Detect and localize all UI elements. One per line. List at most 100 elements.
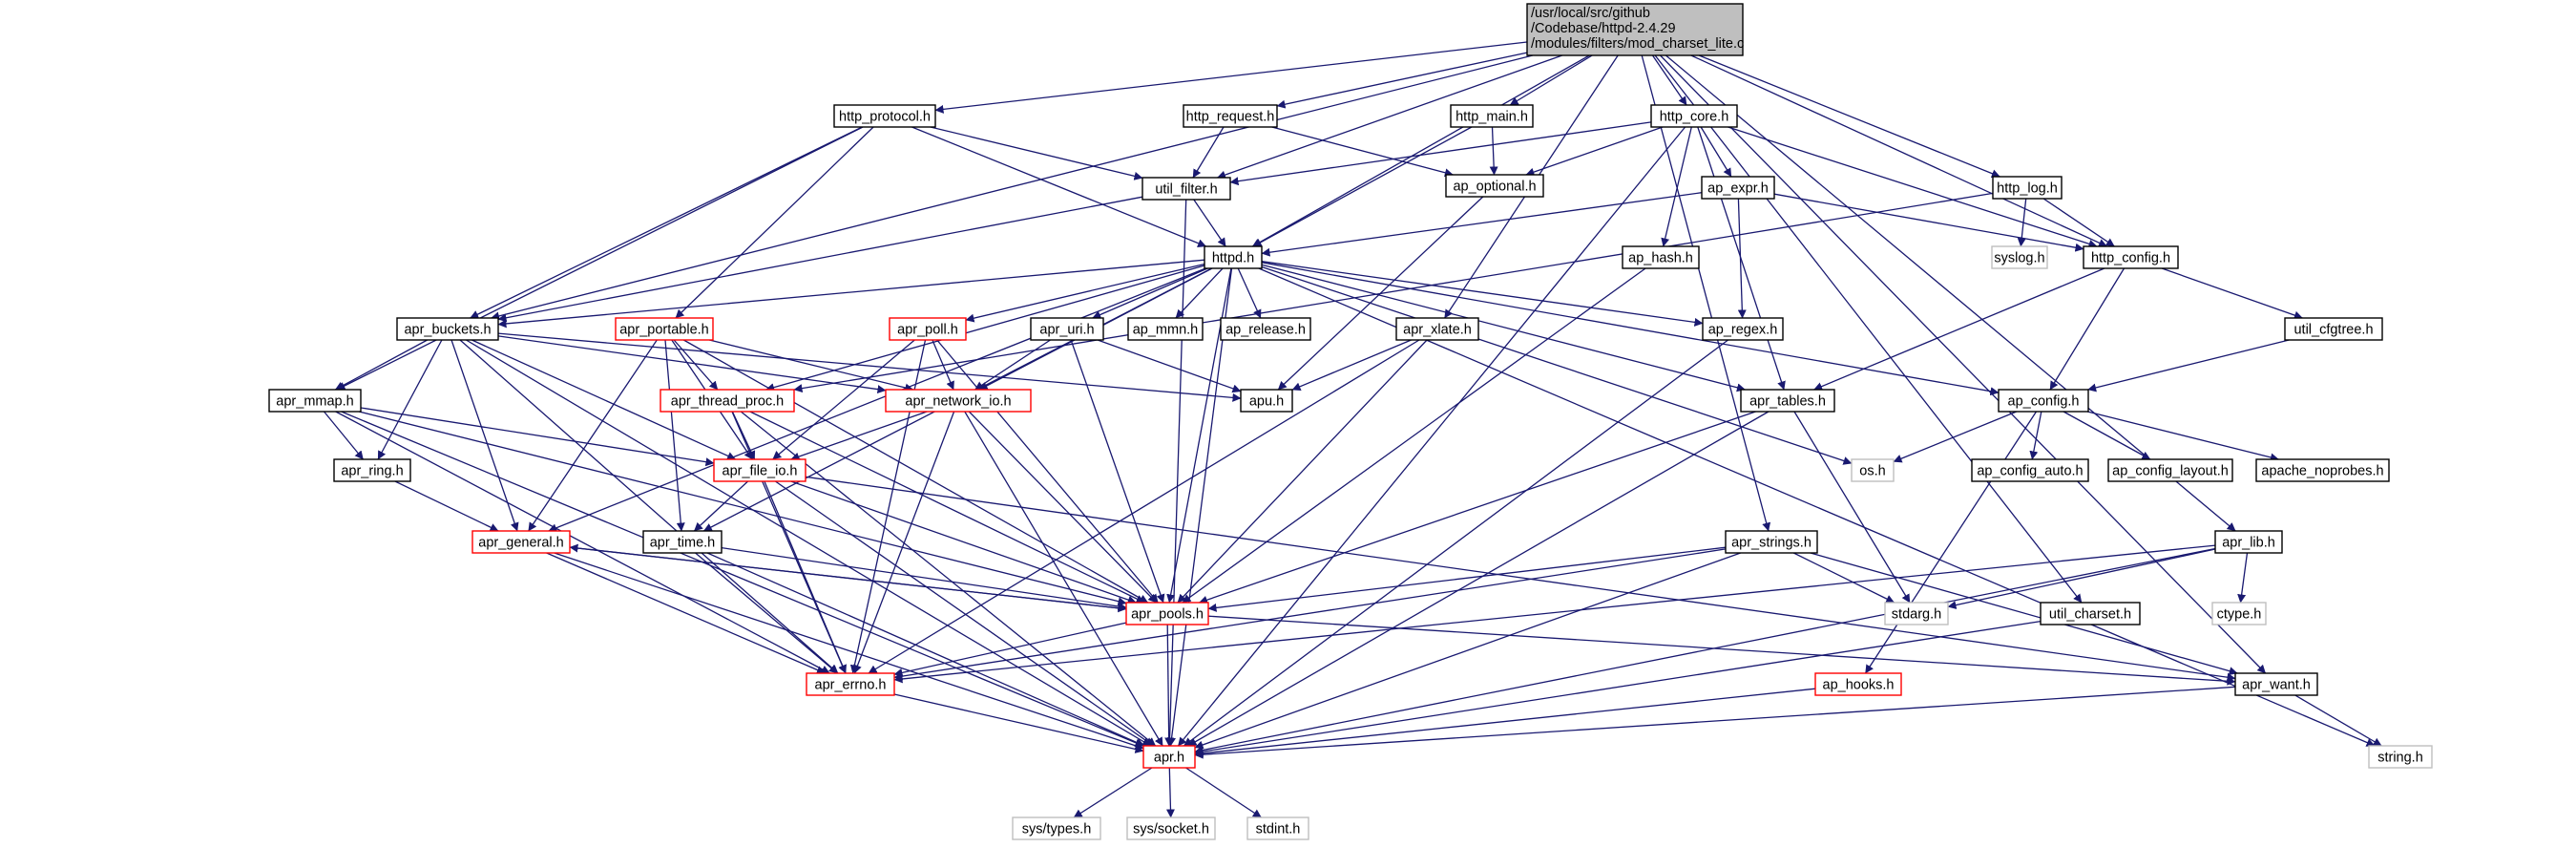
node-http-main-box (1450, 104, 1534, 128)
node-http-protocol-label: http_protocol.h (839, 110, 931, 125)
node-ap-regex[interactable]: ap_regex.h (1702, 317, 1784, 341)
node-apr-errno[interactable]: apr_errno.h (806, 672, 895, 696)
edge-http-config-to-util-cfgtree (2161, 267, 2303, 320)
node-ap-hooks-label: ap_hooks.h (1823, 678, 1895, 693)
edge-apr-buckets-to-apr-ring (377, 339, 443, 460)
edge-apr-to-stdint (1185, 767, 1262, 818)
node-apr-xlate-label: apr_xlate.h (1403, 323, 1472, 338)
node-ap-release[interactable]: ap_release.h (1220, 317, 1311, 341)
edge-util-filter-to-apr-buckets (497, 196, 1143, 323)
edge-httpd-to-apr-uri (1092, 267, 1208, 319)
edge-apr-pools-to-apr-want (1207, 615, 2236, 686)
node-ap-mmn[interactable]: ap_mmn.h (1127, 317, 1204, 341)
edge-apr-portable-to-apr-pools (682, 339, 1149, 604)
node-ctype-label: ctype.h (2217, 607, 2262, 623)
node-apr-uri-label: apr_uri.h (1039, 323, 1094, 338)
node-httpd[interactable]: httpd.h (1204, 245, 1263, 269)
node-ap-optional[interactable]: ap_optional.h (1445, 174, 1544, 198)
node-apr-strings-label: apr_strings.h (1731, 536, 1812, 551)
edge-http-protocol-to-apr-portable (675, 126, 874, 319)
edge-apr-want-to-apr (1194, 686, 2236, 759)
node-ap-config-auto-box (1971, 458, 2089, 482)
edge-apr-tables-to-stdarg (1793, 411, 1911, 604)
edge-apr-buckets-to-apr-network-io (497, 335, 887, 394)
node-apr-time[interactable]: apr_time.h (642, 530, 723, 554)
edge-apr-ring-to-apr-general (394, 480, 499, 532)
node-apr-ring[interactable]: apr_ring.h (333, 458, 411, 482)
edge-apr-time-to-apr (706, 552, 1145, 747)
node-sys-types-box (1012, 816, 1101, 840)
node-apr-tables[interactable]: apr_tables.h (1740, 389, 1835, 413)
node-http-core-box (1650, 104, 1738, 128)
node-apr-strings-box (1725, 530, 1818, 554)
node-apr-buckets[interactable]: apr_buckets.h (396, 317, 499, 341)
node-apr[interactable]: apr.h (1142, 745, 1196, 769)
edge-http-config-to-ap-config (2049, 267, 2126, 391)
edge-apr-mmap-to-apr-errno (335, 411, 830, 674)
edge-apr-mmap-to-apr-pools (358, 411, 1127, 606)
edge-ap-expr-to-httpd (1261, 192, 1703, 257)
node-http-core[interactable]: http_core.h (1650, 104, 1738, 128)
edge-apr-buckets-to-apr (466, 339, 1151, 747)
node-apr-network-io-label: apr_network_io.h (905, 394, 1011, 410)
node-ap-config-layout[interactable]: ap_config_layout.h (2107, 458, 2233, 482)
node-util-filter[interactable]: util_filter.h (1141, 177, 1231, 201)
node-apr-general[interactable]: apr_general.h (471, 530, 571, 554)
node-ap-hash[interactable]: ap_hash.h (1622, 245, 1700, 269)
node-apr-errno-label: apr_errno.h (815, 678, 887, 693)
node-apr-portable-label: apr_portable.h (619, 323, 709, 338)
node-apr-thread-proc[interactable]: apr_thread_proc.h (660, 389, 795, 413)
node-apr-file-io[interactable]: apr_file_io.h (713, 458, 806, 482)
edge-http-core-to-http-config (1728, 126, 2098, 248)
node-apr-poll[interactable]: apr_poll.h (889, 317, 967, 341)
edge-root-to-apr-buckets (491, 54, 1534, 321)
edge-httpd-to-ap-config (1261, 262, 2000, 396)
node-apu-box (1240, 389, 1293, 413)
node-ap-config-layout-label: ap_config_layout.h (2112, 464, 2229, 479)
node-ap-optional-box (1445, 174, 1544, 198)
node-util-cfgtree[interactable]: util_cfgtree.h (2284, 317, 2383, 341)
node-http-log[interactable]: http_log.h (1992, 176, 2063, 200)
node-apr-mmap-label: apr_mmap.h (276, 394, 353, 410)
node-apr-portable[interactable]: apr_portable.h (615, 317, 714, 341)
node-apr-lib-box (2214, 530, 2283, 554)
node-apr-uri[interactable]: apr_uri.h (1030, 317, 1104, 341)
node-apr-network-io[interactable]: apr_network_io.h (885, 389, 1032, 413)
node-http-log-box (1992, 176, 2063, 200)
edge-util-filter-to-httpd (1193, 199, 1226, 247)
node-syslog-label: syslog.h (1994, 251, 2044, 266)
node-apr-uri-box (1030, 317, 1104, 341)
node-http-request[interactable]: http_request.h (1183, 104, 1278, 128)
edge-ap-hooks-to-apr (1194, 688, 1816, 758)
node-apu[interactable]: apu.h (1240, 389, 1293, 413)
node-ctype: ctype.h (2211, 602, 2267, 625)
node-ap-config-auto[interactable]: ap_config_auto.h (1971, 458, 2089, 482)
node-apr-mmap[interactable]: apr_mmap.h (268, 389, 362, 413)
node-root[interactable]: /usr/local/src/github/Codebase/httpd-2.4… (1526, 3, 1744, 56)
node-ap-mmn-label: ap_mmn.h (1133, 323, 1199, 338)
node-apr-file-io-label: apr_file_io.h (723, 464, 798, 479)
node-apr-pools[interactable]: apr_pools.h (1125, 602, 1209, 625)
node-http-config[interactable]: http_config.h (2083, 245, 2179, 269)
edge-httpd-to-apr-tables (1261, 264, 1746, 392)
node-apr-want-label: apr_want.h (2242, 678, 2311, 693)
edge-http-core-to-ap-optional (1525, 126, 1664, 177)
node-ap-config[interactable]: ap_config.h (1998, 389, 2089, 413)
node-http-protocol[interactable]: http_protocol.h (833, 104, 936, 128)
node-stdarg-box (1884, 602, 1949, 625)
edge-ap-config-to-ap-config-layout (2063, 411, 2151, 460)
edge-http-log-to-apr-thread-proc (793, 192, 1994, 393)
node-apr-xlate[interactable]: apr_xlate.h (1395, 317, 1479, 341)
node-apr-strings[interactable]: apr_strings.h (1725, 530, 1818, 554)
node-ap-hooks[interactable]: ap_hooks.h (1814, 672, 1902, 696)
node-apr-want[interactable]: apr_want.h (2234, 672, 2318, 696)
node-ap-expr[interactable]: ap_expr.h (1701, 176, 1775, 200)
node-util-charset-label: util_charset.h (2049, 607, 2131, 623)
edge-apr-network-io-to-apr (964, 411, 1163, 747)
node-apache-noprobes[interactable]: apache_noprobes.h (2255, 458, 2390, 482)
node-apr-lib[interactable]: apr_lib.h (2214, 530, 2283, 554)
node-util-charset[interactable]: util_charset.h (2040, 602, 2141, 625)
node-http-main[interactable]: http_main.h (1450, 104, 1534, 128)
edge-root-to-util-charset (1654, 54, 2083, 604)
node-apr-tables-label: apr_tables.h (1749, 394, 1826, 410)
